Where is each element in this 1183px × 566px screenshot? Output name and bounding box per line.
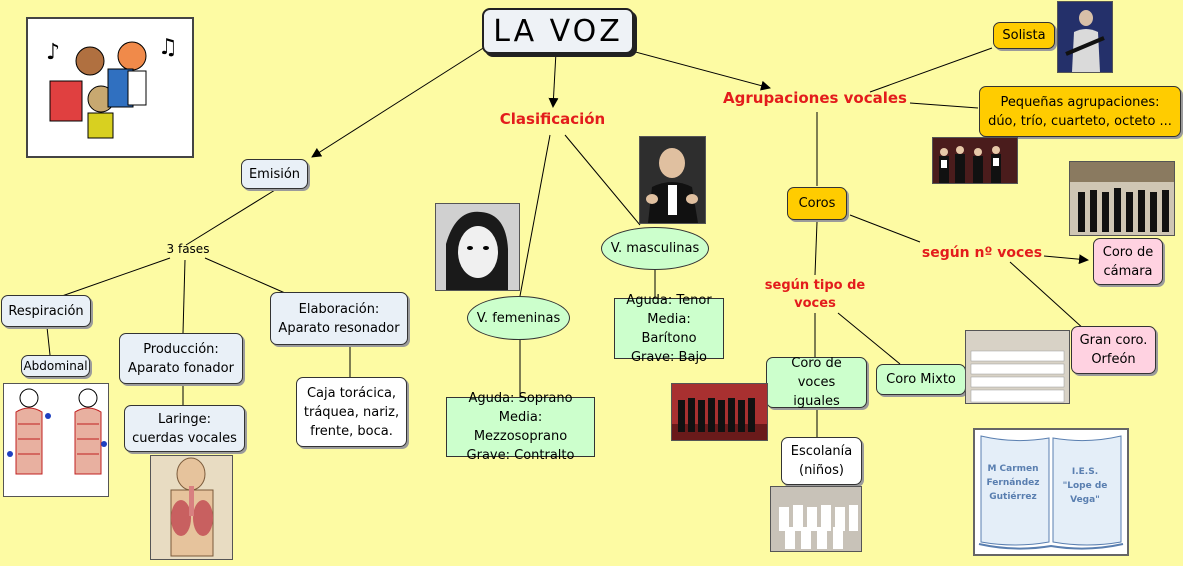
- page-title: LA VOZ: [482, 8, 634, 54]
- node-v-femeninas: V. femeninas: [467, 296, 570, 340]
- node-coro-mixto: Coro Mixto: [876, 364, 966, 395]
- label-3-fases: 3 fases: [166, 242, 210, 256]
- escolania-photo: [770, 486, 862, 552]
- singers-icon: ♪ ♫: [26, 17, 194, 158]
- pequenas-agrupaciones-photo: [932, 137, 1018, 184]
- node-coro-voces-iguales: Coro de voces iguales: [766, 356, 867, 409]
- node-elaboracion: Elaboración: Aparato resonador: [270, 292, 408, 345]
- node-gran-coro: Gran coro. Orfeón: [1071, 326, 1156, 374]
- node-emision: Emisión: [241, 159, 308, 189]
- soprano-photo: [435, 203, 520, 291]
- node-laringe: Laringe: cuerdas vocales: [124, 405, 245, 452]
- credits-school: I.E.S. "Lope de Vega": [1062, 467, 1108, 505]
- credits-author: M Carmen Fernández Gutiérrez: [986, 464, 1040, 502]
- lungs-illustration: [3, 383, 109, 497]
- branch-clasificacion: Clasificación: [499, 110, 606, 128]
- tenor-photo: [639, 136, 706, 224]
- branch-agrupaciones: Agrupaciones vocales: [723, 89, 907, 107]
- node-voces-femeninas-detalle: Aguda: Soprano Media: Mezzosoprano Grave…: [446, 391, 595, 463]
- gran-coro-photo: [965, 330, 1070, 404]
- svg-text:♪: ♪: [46, 40, 60, 65]
- node-abdominal: Abdominal: [21, 355, 90, 377]
- node-voces-masculinas-detalle: Aguda: Tenor Media: Barítono Grave: Bajo: [614, 293, 724, 365]
- node-solista: Solista: [993, 22, 1055, 49]
- node-pequenas-agrupaciones: Pequeñas agrupaciones: dúo, trío, cuarte…: [979, 86, 1181, 137]
- svg-text:♫: ♫: [158, 35, 178, 60]
- coro-voces-iguales-photo: [671, 383, 768, 441]
- node-caja: Caja torácica, tráquea, nariz, frente, b…: [296, 377, 407, 447]
- label-segun-tipo-voces: según tipo de voces: [764, 278, 866, 311]
- credits-book: [973, 428, 1129, 556]
- node-respiracion: Respiración: [1, 295, 91, 327]
- node-escolania: Escolanía (niños): [781, 437, 862, 485]
- node-v-masculinas: V. masculinas: [601, 227, 709, 270]
- node-produccion: Producción: Aparato fonador: [119, 333, 243, 384]
- label-segun-num-voces: según nº voces: [921, 245, 1043, 261]
- anatomy-image: [150, 455, 233, 560]
- node-coros: Coros: [787, 187, 847, 220]
- coro-camara-photo: [1069, 161, 1175, 236]
- solista-photo: [1057, 1, 1113, 73]
- node-coro-camara: Coro de cámara: [1093, 238, 1163, 285]
